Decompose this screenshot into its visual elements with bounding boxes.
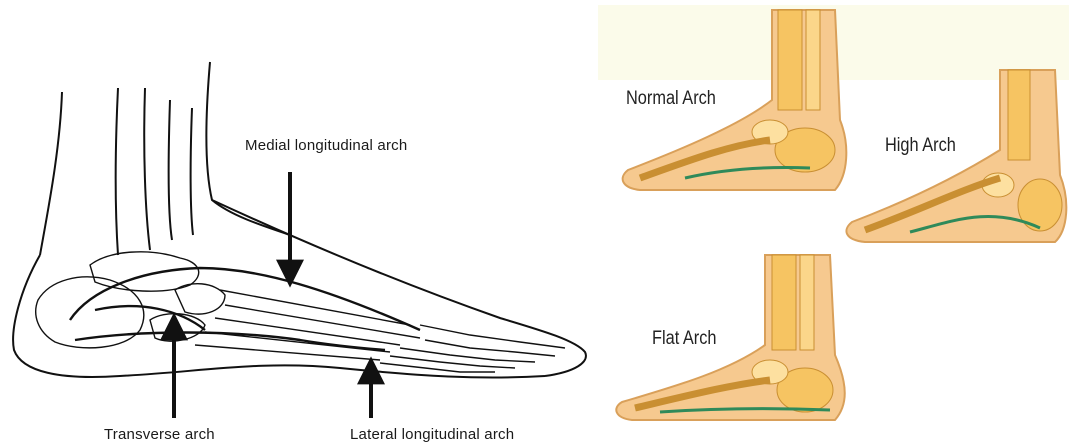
- flat-arch-label: Flat Arch: [652, 328, 716, 350]
- high-arch-label: High Arch: [885, 135, 956, 157]
- high-arch-foot: [846, 70, 1066, 242]
- normal-arch-label: Normal Arch: [626, 88, 716, 110]
- flat-arch-foot: [616, 255, 844, 420]
